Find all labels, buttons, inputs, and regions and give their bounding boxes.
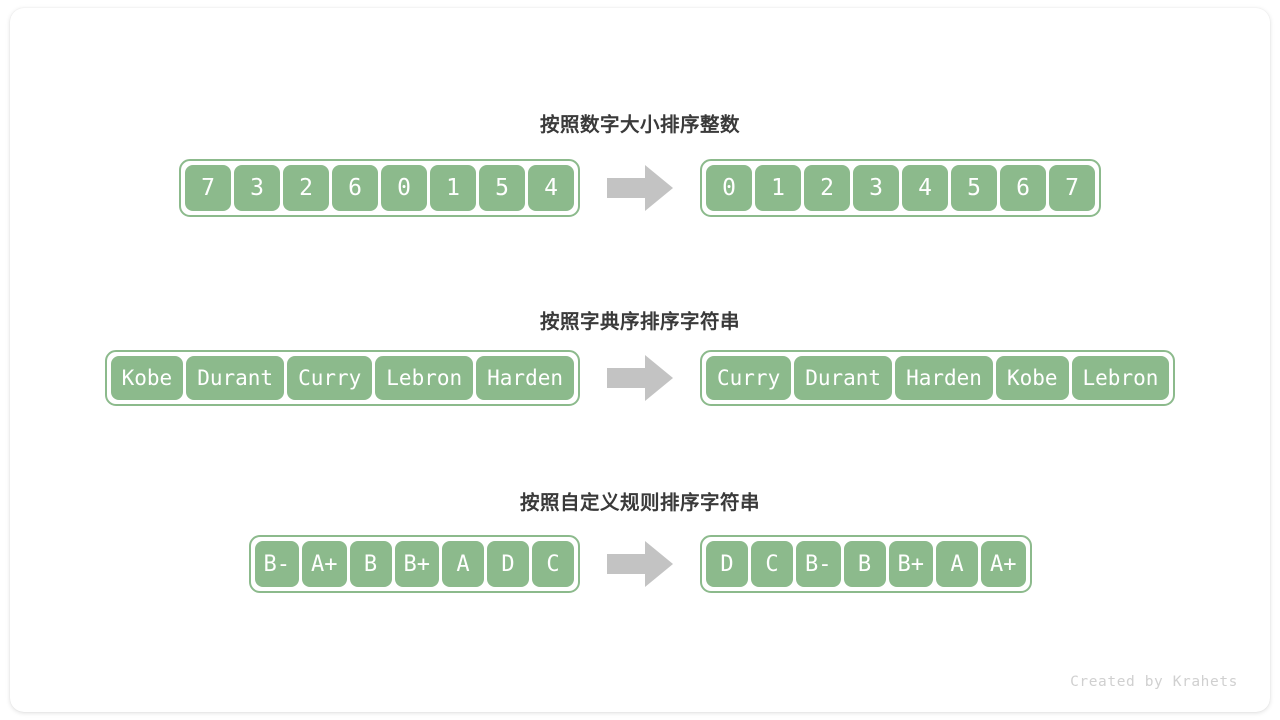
section-title-sort-custom-rule: 按照自定义规则排序字符串	[519, 492, 760, 514]
array-cell: 7	[1049, 165, 1095, 211]
section-sort-custom-rule: 按照自定义规则排序字符串	[10, 486, 1270, 515]
arrow-slot-integers	[580, 165, 700, 211]
array-cell: 2	[804, 165, 850, 211]
array-cell: B	[843, 541, 886, 587]
array-cell: Curry	[706, 356, 792, 400]
array-cell: 1	[755, 165, 801, 211]
arrow-slot-lexicographic	[580, 355, 700, 401]
array-cell: A+	[302, 541, 347, 587]
array-cell: C	[532, 541, 574, 587]
array-cell: Kobe	[110, 356, 184, 400]
arrow-slot-custom-rule	[580, 541, 700, 587]
array-cell: A	[936, 541, 978, 587]
array-cell: Durant	[794, 356, 893, 400]
array-cell: A+	[981, 541, 1026, 587]
array-cell: Lebron	[1071, 356, 1170, 400]
section-title-sort-integers: 按照数字大小排序整数	[539, 114, 740, 136]
arrow-right-icon	[607, 165, 673, 211]
array-cell: 7	[185, 165, 231, 211]
array-cell: Kobe	[995, 356, 1069, 400]
array-cell: 1	[430, 165, 476, 211]
array-cell: 4	[902, 165, 948, 211]
section-sort-lexicographic: 按照字典序排序字符串	[10, 305, 1270, 334]
section-title-sort-lexicographic: 按照字典序排序字符串	[539, 311, 740, 333]
array-cell: D	[487, 541, 529, 587]
array-cell: 4	[528, 165, 574, 211]
arrow-right-icon	[607, 541, 673, 587]
array-cell: 3	[853, 165, 899, 211]
array-cell: 5	[951, 165, 997, 211]
array-cell: Harden	[476, 356, 574, 400]
array-cell: B-	[796, 541, 841, 587]
array-cell: 5	[479, 165, 525, 211]
array-cell: B+	[888, 541, 933, 587]
array-cell: 3	[234, 165, 280, 211]
array-cell: Durant	[186, 356, 285, 400]
array-cell: B	[349, 541, 392, 587]
array-cell: 2	[283, 165, 329, 211]
array-cell: Curry	[287, 356, 373, 400]
array-cell: Lebron	[375, 356, 474, 400]
arrow-right-icon	[607, 355, 673, 401]
array-cell: C	[751, 541, 793, 587]
array-cell: 6	[332, 165, 378, 211]
array-cell: B-	[254, 541, 299, 587]
array-cell: 0	[706, 165, 752, 211]
array-cell: D	[706, 541, 748, 587]
array-cell: 0	[381, 165, 427, 211]
array-cell: B+	[394, 541, 439, 587]
array-cell: A	[442, 541, 484, 587]
array-cell: 6	[1000, 165, 1046, 211]
section-sort-integers: 按照数字大小排序整数	[10, 108, 1270, 137]
footer-credit: Created by Krahets	[1070, 674, 1238, 690]
array-cell: Harden	[895, 356, 993, 400]
